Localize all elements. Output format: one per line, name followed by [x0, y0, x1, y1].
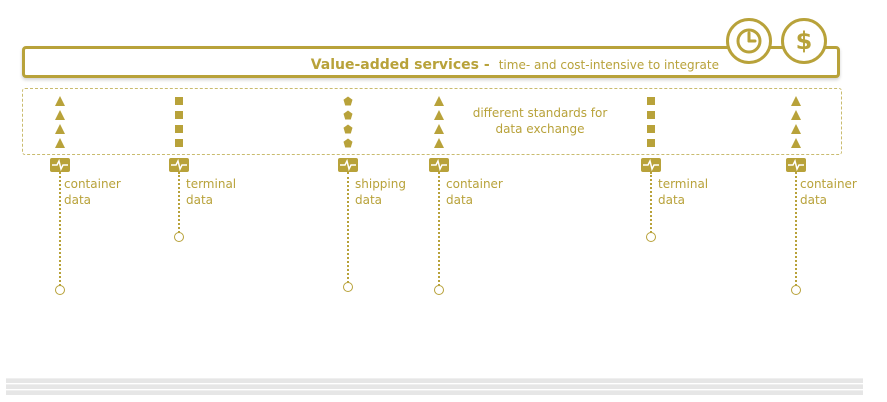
- dollar-icon: $: [781, 18, 827, 64]
- triangle-marker: [55, 124, 65, 134]
- marker-stack: [645, 96, 657, 152]
- triangle-marker: [791, 96, 801, 106]
- data-connector-icon: [786, 158, 806, 172]
- marker-stack: [790, 96, 802, 152]
- square-marker: [647, 97, 655, 105]
- square-marker: [175, 125, 183, 133]
- endpoint-node: [434, 285, 444, 295]
- data-connector-icon: [338, 158, 358, 172]
- source-label: terminal data: [186, 177, 237, 207]
- square-marker: [647, 111, 655, 119]
- data-connector-icon: [50, 158, 70, 172]
- source-label: terminal data: [658, 177, 709, 207]
- page-edge: [6, 390, 863, 395]
- marker-stack: [173, 96, 185, 152]
- pentagon-marker: [343, 124, 353, 134]
- endpoint-node: [174, 232, 184, 242]
- connection-line: [347, 172, 349, 283]
- triangle-marker: [55, 110, 65, 120]
- page-edge: [6, 378, 863, 383]
- square-marker: [175, 97, 183, 105]
- value-added-services-banner: Value-added services - time- and cost-in…: [22, 46, 840, 78]
- source-label: shipping data: [355, 177, 406, 207]
- connection-line: [650, 172, 652, 233]
- note-line-2: data exchange: [495, 122, 585, 136]
- banner-subtitle: time- and cost-intensive to integrate: [498, 58, 719, 72]
- source-label: container data: [446, 177, 503, 207]
- marker-stack: [433, 96, 445, 152]
- data-connector-icon: [429, 158, 449, 172]
- endpoint-node: [791, 285, 801, 295]
- endpoint-node: [646, 232, 656, 242]
- banner-text: Value-added services - time- and cost-in…: [311, 56, 719, 73]
- triangle-marker: [55, 96, 65, 106]
- endpoint-node: [343, 282, 353, 292]
- endpoint-node: [55, 285, 65, 295]
- pentagon-marker: [343, 96, 353, 106]
- square-marker: [647, 125, 655, 133]
- connection-line: [59, 172, 61, 286]
- triangle-marker: [791, 138, 801, 148]
- pentagon-marker: [343, 138, 353, 148]
- source-label: container data: [800, 177, 857, 207]
- connection-line: [438, 172, 440, 286]
- pentagon-marker: [343, 110, 353, 120]
- clock-icon: [726, 18, 772, 64]
- triangle-marker: [434, 124, 444, 134]
- triangle-marker: [791, 124, 801, 134]
- data-connector-icon: [169, 158, 189, 172]
- banner-title: Value-added services -: [310, 57, 490, 73]
- data-exchange-zone: [22, 88, 842, 155]
- square-marker: [175, 139, 183, 147]
- connection-line: [178, 172, 180, 233]
- source-label: container data: [64, 177, 121, 207]
- marker-stack: [54, 96, 66, 152]
- triangle-marker: [434, 96, 444, 106]
- marker-stack: [342, 96, 354, 152]
- connection-line: [795, 172, 797, 286]
- page-edge: [6, 384, 863, 389]
- triangle-marker: [434, 138, 444, 148]
- square-marker: [647, 139, 655, 147]
- note-line-1: different standards for: [472, 106, 608, 120]
- triangle-marker: [434, 110, 444, 120]
- data-connector-icon: [641, 158, 661, 172]
- square-marker: [175, 111, 183, 119]
- triangle-marker: [55, 138, 65, 148]
- exchange-standards-note: different standards for data exchange: [472, 105, 608, 137]
- triangle-marker: [791, 110, 801, 120]
